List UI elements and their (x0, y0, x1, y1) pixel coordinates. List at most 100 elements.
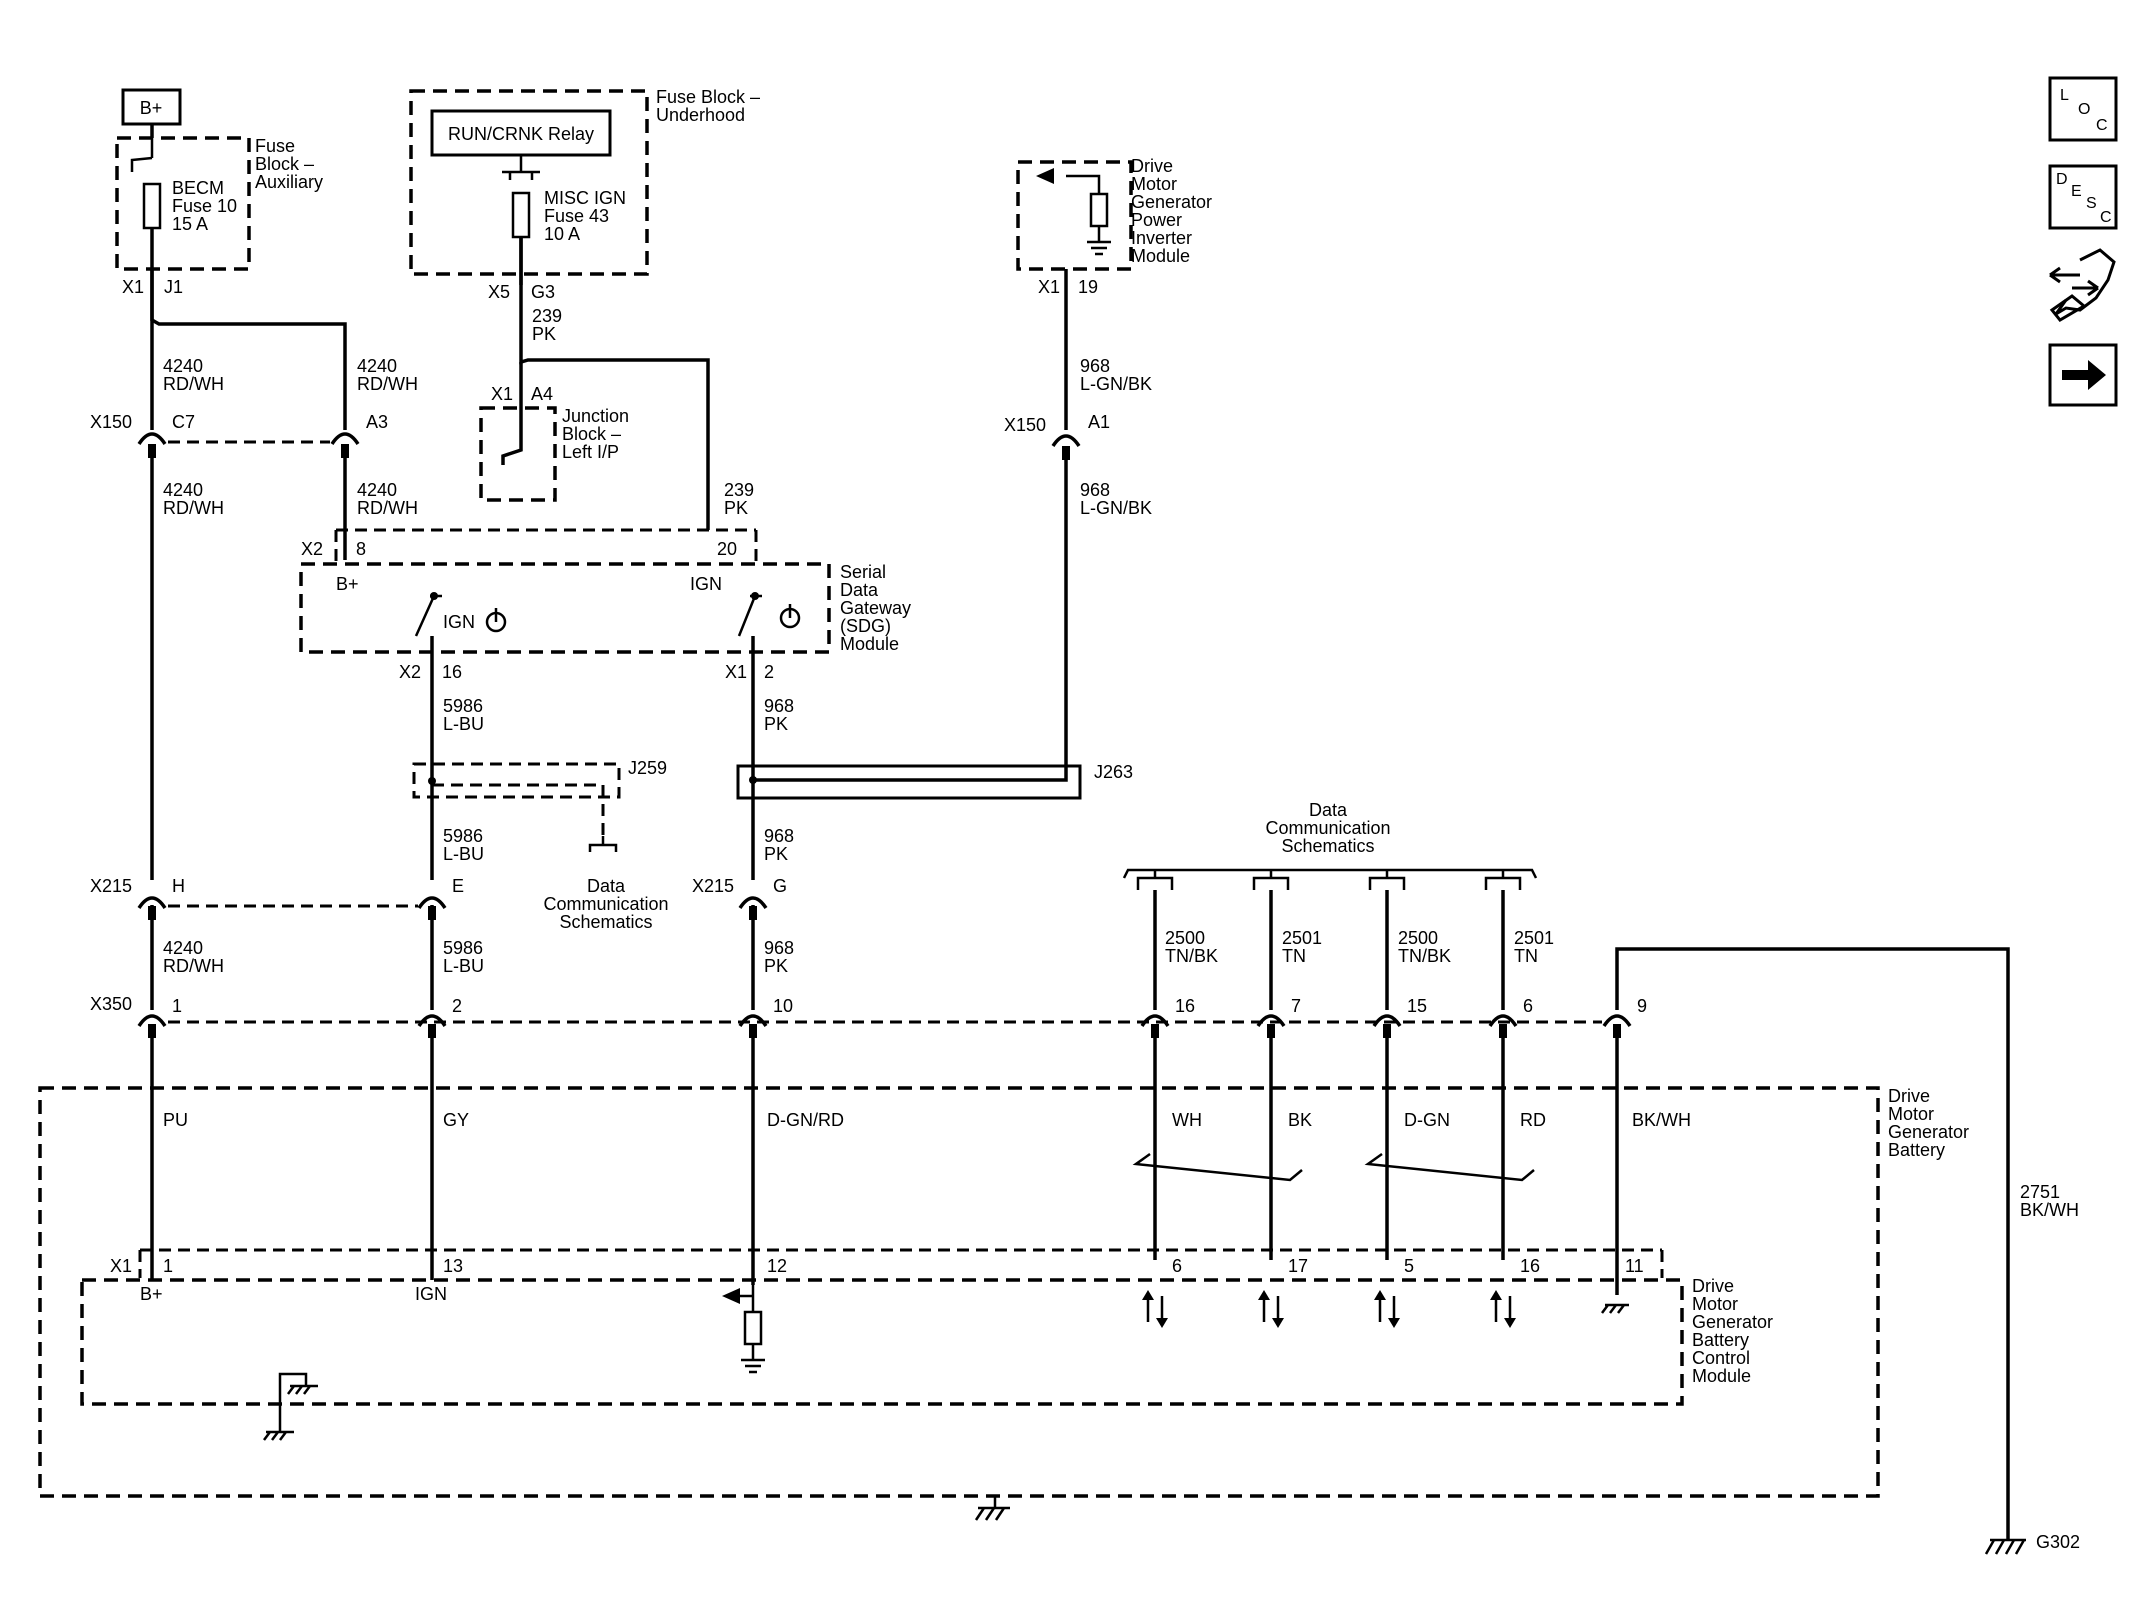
bcm-title-4: Battery (1692, 1330, 1749, 1350)
wire-968-b-num: 968 (1080, 480, 1110, 500)
x350-pin-15: 15 (1407, 996, 1427, 1016)
wire-2500-b-num: 2500 (1398, 928, 1438, 948)
wire-2501-a-color: TN (1282, 946, 1306, 966)
fuse-block-underhood-title-1: Fuse Block – (656, 87, 760, 107)
junction-block-title-1: Junction (562, 406, 629, 426)
fuse-block-aux-title-2: Block – (255, 154, 314, 174)
x350-pin-6: 6 (1523, 996, 1533, 1016)
wire-5986-b-num: 5986 (443, 826, 483, 846)
svg-text:D: D (2056, 171, 2068, 188)
g302-ground: G302 (1984, 1520, 2080, 1555)
x1-pin-12: 12 (767, 1256, 787, 1276)
battery-title-1: Drive (1888, 1086, 1930, 1106)
battery-color-bkwh: BK/WH (1632, 1110, 1691, 1130)
x350-pin-2: 2 (452, 996, 462, 1016)
wire-968-c-num: 968 (764, 696, 794, 716)
ground-icon (1601, 1303, 1629, 1314)
svg-text:L: L (2060, 87, 2069, 104)
splice-j263: J263 (736, 762, 1133, 800)
wire-4240-main (150, 124, 347, 1280)
ign-switch-icon (414, 594, 442, 637)
wire-5986-c-color: L-BU (443, 956, 484, 976)
battery-color-dgnrd: D-GN/RD (767, 1110, 844, 1130)
misc-ign-fuse-rating: 10 A (544, 224, 580, 244)
x350-label: X350 (90, 994, 132, 1014)
x1-pin-11: 11 (1625, 1256, 1644, 1276)
twisted-pair-mark (1132, 1152, 1303, 1182)
j263-label: J263 (1094, 762, 1133, 782)
wire-968-d-num: 968 (764, 826, 794, 846)
wire-5986-a-num: 5986 (443, 696, 483, 716)
svg-text:E: E (2071, 183, 2082, 200)
wire-239 (501, 237, 710, 530)
loc-icon[interactable]: L O C (2048, 76, 2118, 142)
battery-control-module: Drive Motor Generator Battery Control Mo… (80, 1276, 1773, 1441)
wire-4240-c-color: RD/WH (163, 498, 224, 518)
wire-4240-b-num: 4240 (357, 356, 397, 376)
data-comm-bus: Data Communication Schematics (1122, 800, 1538, 890)
wire-5986-c-num: 5986 (443, 938, 483, 958)
junction-block-title-3: Left I/P (562, 442, 619, 462)
fuse-block-underhood-conn: X5 (488, 282, 510, 302)
bidirectional-arrow-icon (1142, 1290, 1168, 1328)
wire-5986-a-color: L-BU (443, 714, 484, 734)
battery-color-gy: GY (443, 1110, 469, 1130)
bplus-label: B+ (140, 98, 163, 118)
sdg-title-5: Module (840, 634, 899, 654)
pim-conn: X1 (1038, 277, 1060, 297)
side-icons[interactable]: L O C D E S C (2048, 76, 2118, 407)
data-comm-left-2: Communication (543, 894, 668, 914)
run-crnk-relay-label: RUN/CRNK Relay (448, 124, 594, 144)
junction-block-conn: X1 (491, 384, 513, 404)
pim-title-2: Motor (1131, 174, 1177, 194)
bplus-supply: B+ (121, 88, 182, 126)
data-comm-left-3: Schematics (559, 912, 652, 932)
fuse-block-underhood-title-2: Underhood (656, 105, 745, 125)
sdg-top-pin-ign: 20 (717, 539, 737, 559)
pim-title-1: Drive (1131, 156, 1173, 176)
misc-ign-fuse-43-icon (511, 191, 531, 239)
wire-968-a-num: 968 (1080, 356, 1110, 376)
x150-pin-c7: C7 (172, 412, 195, 432)
sdg-bot-conn-right: X1 (725, 662, 747, 682)
battery-title-2: Motor (1888, 1104, 1934, 1124)
x1-pin-13: 13 (443, 1256, 463, 1276)
battery-color-wh: WH (1172, 1110, 1202, 1130)
wire-4240-d-color: RD/WH (357, 498, 418, 518)
wire-2751-num: 2751 (2020, 1182, 2060, 1202)
wire-2501-b-color: TN (1514, 946, 1538, 966)
junction-block-title-2: Block – (562, 424, 621, 444)
sdg-title-1: Serial (840, 562, 886, 582)
chassis-ground-icon (1984, 1538, 2026, 1555)
ground-icon (263, 1430, 294, 1441)
desc-icon[interactable]: D E S C (2048, 164, 2118, 230)
junction-block-left-ip: X1 A4 Junction Block – Left I/P (479, 384, 629, 502)
misc-ign-fuse-name: MISC IGN (544, 188, 626, 208)
bcm-title-3: Generator (1692, 1312, 1773, 1332)
sdg-bot-conn-left: X2 (399, 662, 421, 682)
wire-2501-a-num: 2501 (1282, 928, 1322, 948)
wire-2500-b-color: TN/BK (1398, 946, 1451, 966)
g302-label: G302 (2036, 1532, 2080, 1552)
twisted-pair-mark (1364, 1152, 1535, 1182)
connector-wrench-icon[interactable] (2049, 248, 2116, 322)
x215-pin-e: E (452, 876, 464, 896)
battery-color-dgn: D-GN (1404, 1110, 1450, 1130)
wire-4240-c-num: 4240 (163, 480, 203, 500)
pim-title-3: Generator (1131, 192, 1212, 212)
next-arrow-icon[interactable] (2048, 343, 2118, 407)
becm-fuse-rating: 15 A (172, 214, 208, 234)
bidirectional-arrow-icon (1374, 1290, 1400, 1328)
sdg-ign-label: IGN (690, 574, 722, 594)
x350-pin-10: 10 (773, 996, 793, 1016)
x150b-label: X150 (1004, 415, 1046, 435)
wire-239-b-num: 239 (724, 480, 754, 500)
battery-color-pu: PU (163, 1110, 188, 1130)
bcm-title-2: Motor (1692, 1294, 1738, 1314)
wire-968-a-color: L-GN/BK (1080, 374, 1152, 394)
misc-ign-fuse-number: Fuse 43 (544, 206, 609, 226)
junction-block-pin: A4 (531, 384, 553, 404)
battery-title-3: Generator (1888, 1122, 1969, 1142)
sdg-top-pin-bplus: 8 (356, 539, 366, 559)
fuse-block-aux-pin: J1 (164, 277, 183, 297)
